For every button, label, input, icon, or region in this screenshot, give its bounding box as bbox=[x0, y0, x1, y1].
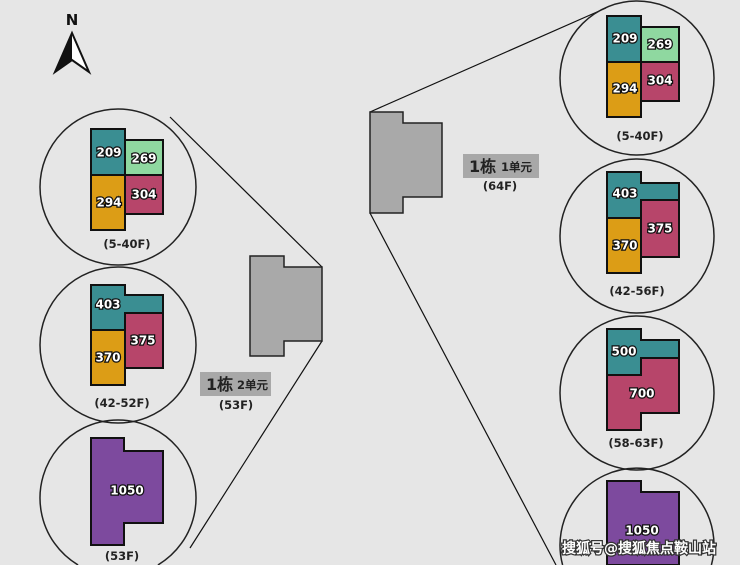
building-unit2[interactable] bbox=[249, 255, 323, 357]
svg-text:403: 403 bbox=[612, 187, 637, 201]
svg-text:294: 294 bbox=[612, 82, 637, 96]
svg-text:403: 403 bbox=[95, 298, 120, 312]
svg-text:500: 500 bbox=[611, 345, 636, 359]
zoom-line bbox=[369, 7, 607, 113]
unit1-label: 1栋 1单元 (64F) bbox=[463, 154, 539, 193]
zoom-line bbox=[369, 212, 557, 565]
svg-text:1单元: 1单元 bbox=[501, 160, 533, 174]
plan-unit2-53F[interactable]: 1050 (53F) bbox=[39, 419, 197, 565]
plan-unit1-42-56F[interactable]: 403 375 370 (42-56F) bbox=[559, 158, 715, 314]
svg-text:700: 700 bbox=[629, 387, 654, 401]
svg-text:(5-40F): (5-40F) bbox=[616, 129, 663, 143]
svg-text:(53F): (53F) bbox=[219, 398, 253, 412]
svg-text:375: 375 bbox=[647, 222, 672, 236]
svg-text:304: 304 bbox=[647, 74, 672, 88]
svg-text:269: 269 bbox=[647, 38, 672, 52]
svg-text:(64F): (64F) bbox=[483, 179, 517, 193]
zoom-line bbox=[169, 116, 323, 268]
plan-unit1-64F[interactable]: 1050 bbox=[559, 467, 715, 565]
svg-text:1栋: 1栋 bbox=[206, 375, 233, 394]
north-arrow-icon: N bbox=[52, 11, 92, 75]
north-label: N bbox=[66, 11, 79, 29]
unit2-label: 1栋 2单元 (53F) bbox=[200, 372, 271, 412]
svg-text:269: 269 bbox=[131, 152, 156, 166]
svg-text:1栋: 1栋 bbox=[469, 157, 496, 176]
svg-text:(42-52F): (42-52F) bbox=[94, 396, 149, 410]
svg-text:1050: 1050 bbox=[110, 484, 143, 498]
building-unit1[interactable] bbox=[369, 111, 443, 214]
svg-text:375: 375 bbox=[130, 334, 155, 348]
svg-text:370: 370 bbox=[95, 351, 120, 365]
plan-unit1-58-63F[interactable]: 500 700 (58-63F) bbox=[559, 315, 715, 471]
svg-text:304: 304 bbox=[131, 188, 156, 202]
svg-text:209: 209 bbox=[612, 32, 637, 46]
plan-unit2-5-40F[interactable]: 209 269 294 304 (5-40F) bbox=[39, 108, 197, 266]
svg-text:294: 294 bbox=[96, 196, 121, 210]
plan-unit1-5-40F[interactable]: 209 269 294 304 (5-40F) bbox=[559, 0, 715, 156]
svg-text:(53F): (53F) bbox=[105, 549, 139, 563]
svg-text:(42-56F): (42-56F) bbox=[609, 284, 664, 298]
svg-text:1050: 1050 bbox=[625, 524, 658, 538]
svg-text:2单元: 2单元 bbox=[237, 378, 269, 392]
svg-text:(5-40F): (5-40F) bbox=[103, 237, 150, 251]
plan-unit2-42-52F[interactable]: 403 375 370 (42-52F) bbox=[39, 266, 197, 424]
zoom-line bbox=[189, 340, 323, 549]
svg-text:209: 209 bbox=[96, 146, 121, 160]
svg-text:370: 370 bbox=[612, 239, 637, 253]
svg-text:(58-63F): (58-63F) bbox=[608, 436, 663, 450]
watermark: 搜狐号@搜狐焦点鞍山站 bbox=[562, 540, 716, 557]
